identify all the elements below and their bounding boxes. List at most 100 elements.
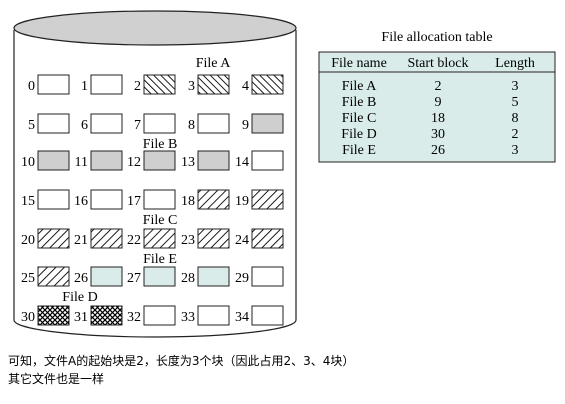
block-number-label: 33 bbox=[181, 310, 195, 325]
block-number-label: 27 bbox=[127, 271, 141, 286]
disk-top-ellipse bbox=[13, 10, 297, 46]
block-box bbox=[197, 305, 230, 326]
block-33: 33 bbox=[181, 305, 230, 326]
table-cell: 3 bbox=[512, 79, 519, 94]
block-box bbox=[251, 74, 284, 95]
file-label: File D bbox=[62, 290, 97, 305]
table-cell: 3 bbox=[512, 143, 519, 158]
block-21: 21 bbox=[74, 228, 123, 249]
block-11: 11 bbox=[75, 150, 123, 171]
block-number-label: 1 bbox=[81, 79, 88, 94]
block-number-label: 2 bbox=[134, 79, 141, 94]
block-number-label: 13 bbox=[181, 155, 195, 170]
disk-cylinder bbox=[13, 10, 297, 338]
table-cell: File C bbox=[342, 111, 377, 126]
block-number-label: 0 bbox=[28, 79, 35, 94]
table-cell: 8 bbox=[512, 111, 519, 126]
table-cell: File D bbox=[341, 127, 376, 142]
block-box bbox=[90, 189, 123, 210]
block-31: 31 bbox=[74, 305, 123, 326]
block-28: 28 bbox=[181, 266, 230, 287]
block-number-label: 31 bbox=[74, 310, 88, 325]
block-box bbox=[143, 305, 176, 326]
block-box bbox=[90, 74, 123, 95]
block-19: 19 bbox=[235, 189, 284, 210]
block-1: 1 bbox=[81, 74, 123, 95]
block-box bbox=[37, 150, 70, 171]
block-box bbox=[251, 228, 284, 249]
block-32: 32 bbox=[127, 305, 176, 326]
block-0: 0 bbox=[28, 74, 70, 95]
block-number-label: 6 bbox=[81, 118, 88, 133]
block-number-label: 18 bbox=[181, 194, 195, 209]
block-5: 5 bbox=[28, 113, 70, 134]
table-cell: 26 bbox=[431, 143, 445, 158]
block-4: 4 bbox=[242, 74, 284, 95]
block-25: 25 bbox=[21, 266, 70, 287]
block-box bbox=[251, 266, 284, 287]
block-number-label: 9 bbox=[242, 118, 249, 133]
block-number-label: 7 bbox=[134, 118, 141, 133]
block-box bbox=[197, 266, 230, 287]
table-cell: 2 bbox=[512, 127, 519, 142]
table-cell: 9 bbox=[435, 95, 442, 110]
block-2: 2 bbox=[134, 74, 176, 95]
block-box bbox=[143, 150, 176, 171]
table-cell: File E bbox=[342, 143, 376, 158]
block-number-label: 22 bbox=[127, 233, 141, 248]
block-box bbox=[37, 305, 70, 326]
block-27: 27 bbox=[127, 266, 176, 287]
block-30: 30 bbox=[21, 305, 70, 326]
block-box bbox=[143, 113, 176, 134]
block-17: 17 bbox=[127, 189, 176, 210]
block-number-label: 5 bbox=[28, 118, 35, 133]
block-box bbox=[37, 228, 70, 249]
block-6: 6 bbox=[81, 113, 123, 134]
block-box bbox=[251, 113, 284, 134]
table-background bbox=[318, 51, 556, 163]
block-12: 12 bbox=[127, 150, 176, 171]
block-number-label: 30 bbox=[21, 310, 35, 325]
caption-line-1: 可知，文件A的起始块是2，长度为3个块（因此占用2、3、4块） bbox=[8, 354, 355, 368]
file-label: File A bbox=[196, 56, 232, 71]
block-box bbox=[197, 189, 230, 210]
table-header-cell: Start block bbox=[407, 56, 468, 71]
block-number-label: 23 bbox=[181, 233, 195, 248]
block-number-label: 14 bbox=[235, 155, 249, 170]
block-box bbox=[90, 113, 123, 134]
block-box bbox=[37, 266, 70, 287]
block-box bbox=[251, 150, 284, 171]
block-box bbox=[251, 305, 284, 326]
block-number-label: 29 bbox=[235, 271, 249, 286]
table-title: File allocation table bbox=[381, 30, 492, 45]
block-box bbox=[197, 150, 230, 171]
block-box bbox=[90, 228, 123, 249]
block-box bbox=[197, 74, 230, 95]
block-9: 9 bbox=[242, 113, 284, 134]
table-header-cell: File name bbox=[331, 56, 387, 71]
block-29: 29 bbox=[235, 266, 284, 287]
block-box bbox=[90, 305, 123, 326]
block-number-label: 26 bbox=[74, 271, 88, 286]
block-number-label: 28 bbox=[181, 271, 195, 286]
file-label: File E bbox=[143, 252, 177, 267]
block-20: 20 bbox=[21, 228, 70, 249]
block-box bbox=[143, 74, 176, 95]
block-number-label: 11 bbox=[75, 155, 88, 170]
block-number-label: 25 bbox=[21, 271, 35, 286]
block-box bbox=[197, 113, 230, 134]
block-box bbox=[90, 266, 123, 287]
table-cell: File B bbox=[342, 95, 377, 110]
block-18: 18 bbox=[181, 189, 230, 210]
block-number-label: 24 bbox=[235, 233, 249, 248]
block-box bbox=[37, 113, 70, 134]
block-box bbox=[143, 266, 176, 287]
